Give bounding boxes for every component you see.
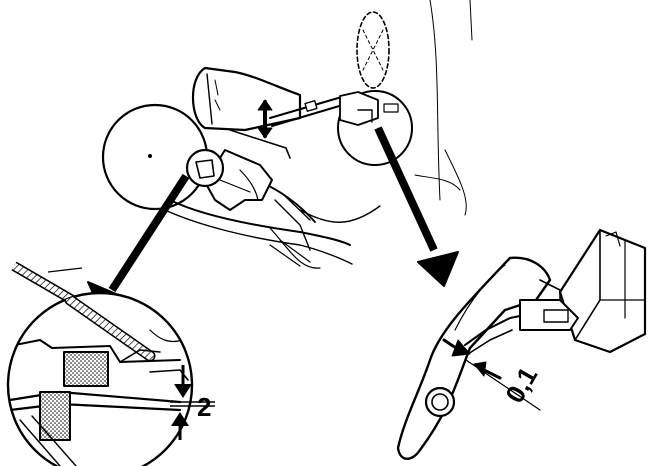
- gap-label-left: 2: [197, 392, 211, 422]
- main-assembly: [101, 0, 473, 269]
- detail-left: 2: [6, 261, 215, 466]
- gap-label-right: 0,1: [499, 362, 543, 408]
- detail-right: [396, 228, 647, 460]
- callout-arrow-right: [374, 126, 459, 287]
- gap-dimension-right: [442, 338, 541, 411]
- gap-dimension-left: [170, 365, 215, 440]
